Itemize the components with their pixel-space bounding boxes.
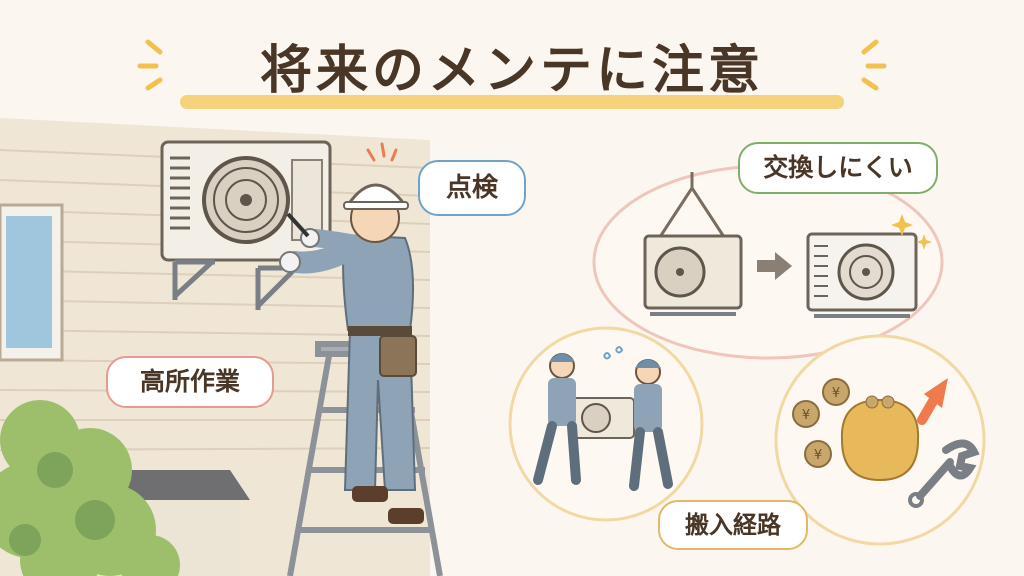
old-ac-unit xyxy=(643,234,743,316)
high-place-label: 高所作業 xyxy=(106,356,274,408)
svg-text:¥: ¥ xyxy=(832,386,840,401)
attention-marks xyxy=(366,142,398,162)
arrow-up-icon xyxy=(917,378,948,425)
wrench-icon xyxy=(908,439,980,508)
title-underline xyxy=(180,95,844,109)
hard-to-replace-label: 交換しにくい xyxy=(738,142,938,194)
yen-coin-icon: ¥ ¥ ¥ xyxy=(792,378,850,468)
carry-route-label: 搬入経路 xyxy=(658,500,808,550)
arrow-right-icon xyxy=(757,252,792,280)
inspection-label: 点検 xyxy=(418,160,526,216)
new-ac-unit xyxy=(806,232,918,318)
svg-text:¥: ¥ xyxy=(814,448,822,463)
sparkle-icon xyxy=(137,39,887,91)
two-workers-carrying-unit xyxy=(533,353,673,491)
roof xyxy=(100,470,250,500)
window xyxy=(0,203,64,362)
sparkle-icon xyxy=(891,214,932,250)
sweat-icon xyxy=(603,346,624,360)
worker-on-ladder xyxy=(279,183,424,524)
svg-text:¥: ¥ xyxy=(802,408,810,423)
purse-icon xyxy=(840,395,920,482)
page-title: 将来のメンテに注意 xyxy=(259,41,764,101)
crane-hook xyxy=(656,172,728,241)
